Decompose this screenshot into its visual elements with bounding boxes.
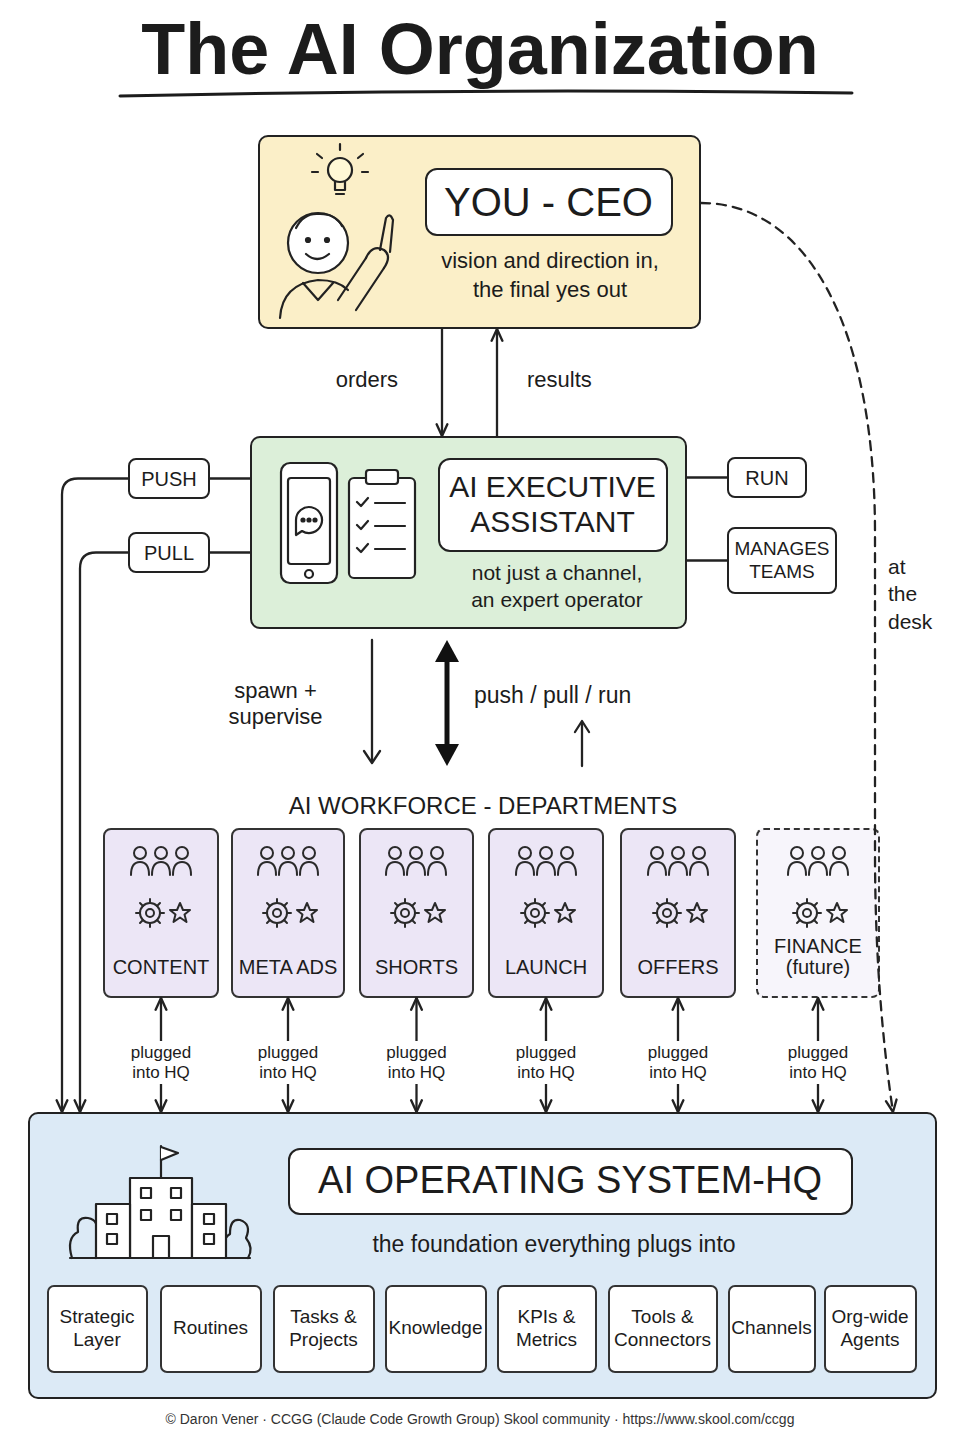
connector-label: plugged into HQ: [777, 1041, 859, 1084]
node-label-text: CONTENT: [113, 957, 210, 978]
node-title-text: AI OPERATING SYSTEM-HQ: [318, 1159, 822, 1203]
spawn-arrow: [364, 640, 380, 763]
spawn-arrow: [364, 751, 380, 763]
department-box: LAUNCH: [488, 828, 604, 998]
up-arrow: [581, 722, 583, 766]
connector-label: plugged into HQ: [120, 1041, 202, 1084]
node-label-text: META ADS: [239, 957, 338, 978]
department-box: OFFERS: [620, 828, 736, 998]
hq-module-box: Tools & Connectors: [608, 1285, 718, 1373]
node-label-text: Tools & Connectors: [613, 1306, 713, 1352]
group-heading: AI WORKFORCE - DEPARTMENTS: [200, 792, 766, 821]
node-label-text: KPIs & Metrics: [502, 1306, 592, 1352]
arrow-label: spawn + supervise: [218, 678, 333, 731]
up-arrow: [575, 721, 589, 766]
connector-label: plugged into HQ: [376, 1041, 458, 1084]
connector-label: plugged into HQ: [247, 1041, 329, 1084]
push-tag: PUSH: [128, 458, 210, 499]
arrow-label: push / pull / run: [474, 682, 684, 710]
department-box: SHORTS: [359, 828, 474, 998]
manages-teams-tag: MANAGES TEAMS: [727, 527, 837, 594]
node-label-text: OFFERS: [637, 957, 718, 978]
node-label-text: RUN: [745, 466, 788, 490]
connector: [210, 477, 250, 479]
node-label-text: PULL: [144, 541, 194, 565]
ceo-title-box: YOU - CEO: [425, 168, 673, 236]
hq-module-box: Strategic Layer: [47, 1285, 148, 1373]
title-underline: [120, 91, 852, 96]
node-body-text: not just a channel, an expert operator: [464, 559, 650, 614]
department-box: FINANCE (future): [756, 828, 880, 998]
node-body-text: vision and direction in, the final yes o…: [432, 247, 668, 304]
connector: [687, 559, 727, 561]
diagram-title: The AI Organization: [0, 8, 960, 91]
connector-label: plugged into HQ: [637, 1041, 719, 1084]
node-label-text: Tasks & Projects: [278, 1306, 370, 1352]
node-label-text: MANAGES TEAMS: [731, 538, 833, 584]
department-box: META ADS: [231, 828, 345, 998]
connector-label: at the desk: [888, 553, 938, 635]
node-label-text: Strategic Layer: [52, 1306, 143, 1352]
hq-module-box: Knowledge: [385, 1285, 487, 1373]
department-box: CONTENT: [103, 828, 219, 998]
node-label-text: Knowledge: [388, 1317, 482, 1340]
node-label-text: PUSH: [141, 467, 197, 491]
hq-module-box: Org-wide Agents: [824, 1285, 917, 1373]
pull-tag: PULL: [128, 532, 210, 573]
node-title-text: YOU - CEO: [444, 179, 653, 225]
node-label-text: Org-wide Agents: [829, 1306, 912, 1352]
hq-module-box: KPIs & Metrics: [497, 1285, 597, 1373]
node-label-text: Channels: [731, 1317, 811, 1340]
thick-double-arrow: [435, 640, 459, 766]
connector: [210, 551, 250, 553]
thick-double-arrow: [435, 744, 459, 766]
hq-module-box: Tasks & Projects: [273, 1285, 375, 1373]
ceo-panel: vision and direction in, the final yes o…: [258, 135, 701, 329]
hq-panel: the foundation everything plugs into AI O…: [28, 1112, 937, 1399]
connector-label: orders: [298, 367, 398, 393]
thick-double-arrow: [435, 640, 459, 662]
connector: [62, 479, 128, 1113]
thick-double-arrow: [445, 655, 450, 750]
hq-module-box: Routines: [160, 1285, 262, 1373]
connector: [687, 476, 727, 478]
node-label-text: LAUNCH: [505, 957, 587, 978]
assistant-panel: not just a channel, an expert operator AI…: [250, 436, 687, 629]
run-tag: RUN: [727, 457, 807, 498]
connector: [496, 329, 498, 436]
footer-caption: © Daron Vener · CCGG (Claude Code Growth…: [0, 1411, 960, 1428]
assistant-title-box: AI EXECUTIVE ASSISTANT: [438, 458, 668, 552]
node-label-text: Routines: [173, 1317, 248, 1340]
spawn-arrow: [371, 640, 373, 762]
up-arrow: [575, 721, 589, 732]
connector-label: plugged into HQ: [505, 1041, 587, 1084]
hq-module-box: Channels: [728, 1285, 816, 1373]
connector: [441, 329, 443, 436]
node-label-text: SHORTS: [375, 957, 458, 978]
node-label-text: FINANCE (future): [758, 936, 878, 978]
hq-title-box: AI OPERATING SYSTEM-HQ: [288, 1148, 853, 1215]
connector-label: results: [527, 367, 627, 393]
node-body-text: the foundation everything plugs into: [292, 1230, 816, 1260]
node-title-text: AI EXECUTIVE ASSISTANT: [448, 470, 658, 539]
